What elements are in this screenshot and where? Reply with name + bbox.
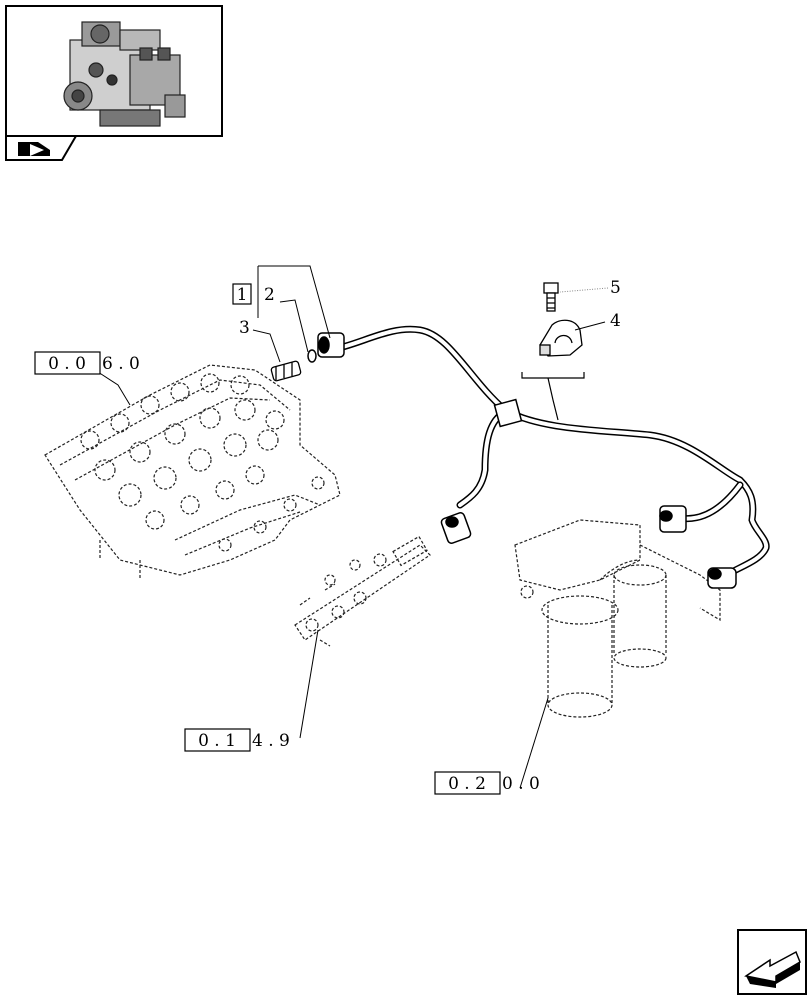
ref-link-0-14-9[interactable]: 0 . 1 4 . 9 [184, 728, 290, 752]
ref-3-rest: 0 . 0 [502, 774, 540, 794]
ref-2-rest: 4 . 9 [252, 731, 290, 751]
fuel-rail-outline [294, 535, 431, 647]
callout-2[interactable]: 2 [264, 285, 275, 305]
callout-1-label: 1 [237, 285, 248, 305]
ref-link-0-06-0[interactable]: 0 . 0 6 . 0 [34, 351, 140, 375]
section-tab[interactable] [5, 135, 78, 161]
clamp-part-4 [539, 319, 583, 357]
engine-block-outline [44, 364, 341, 580]
previous-page-button[interactable] [737, 929, 807, 995]
leader-lines [97, 265, 609, 789]
clamp-location-bracket [521, 372, 585, 421]
fuel-return-pipe [326, 325, 770, 582]
bolt-part-5 [543, 282, 559, 312]
previous-page-arrow-icon [744, 950, 801, 988]
ref-link-0-20-0[interactable]: 0 . 2 0 . 0 [434, 771, 540, 795]
ref-3-boxed: 0 . 2 [448, 774, 486, 794]
fuel-filter-outline [514, 519, 721, 718]
callout-4[interactable]: 4 [610, 311, 621, 331]
callout-3[interactable]: 3 [239, 318, 250, 338]
pipe-connector-filter-end [707, 567, 737, 589]
ref-2-boxed: 0 . 1 [198, 731, 236, 751]
ref-1-boxed: 0 . 0 [48, 354, 86, 374]
callout-5[interactable]: 5 [610, 278, 621, 298]
pipe-connector-rail [440, 512, 472, 544]
ref-1-rest: 6 . 0 [102, 354, 140, 374]
engine-assembly-thumbnail [63, 21, 186, 127]
tractor-section-icon [18, 142, 50, 156]
adapter-fitting-part-3 [270, 360, 302, 382]
thumbnail-frame[interactable] [5, 5, 223, 137]
callout-1[interactable]: 1 [232, 283, 252, 305]
pipe-connector-filter-right [659, 505, 687, 533]
tee-junction-fitting [493, 398, 523, 428]
pipe-connector-injector-side [317, 332, 345, 358]
sealing-ring-part-2 [307, 349, 317, 363]
